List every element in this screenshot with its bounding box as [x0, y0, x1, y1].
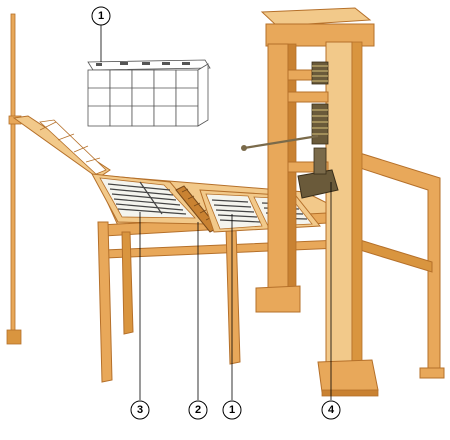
- callout-type-blocks: 1: [91, 6, 111, 26]
- callout-label: 2: [195, 404, 201, 416]
- callout-label: 1: [229, 404, 235, 416]
- screw-and-platen: [241, 61, 339, 199]
- callout-label: 3: [137, 404, 143, 416]
- callout-ink-roller: 2: [188, 400, 208, 420]
- press-frame: [255, 7, 445, 397]
- paper-frame: [91, 173, 207, 225]
- tympan-arm: [12, 115, 111, 179]
- type-blocks-illustration: [87, 25, 211, 127]
- callout-leaders: [139, 182, 332, 400]
- callout-label: 1: [98, 10, 104, 22]
- callout-paper-frame: 3: [130, 400, 150, 420]
- callout-label: 4: [328, 404, 335, 416]
- callout-platen-press: 4: [321, 400, 341, 420]
- pull-pole: [6, 13, 22, 345]
- callout-type-bed: 1: [222, 400, 242, 420]
